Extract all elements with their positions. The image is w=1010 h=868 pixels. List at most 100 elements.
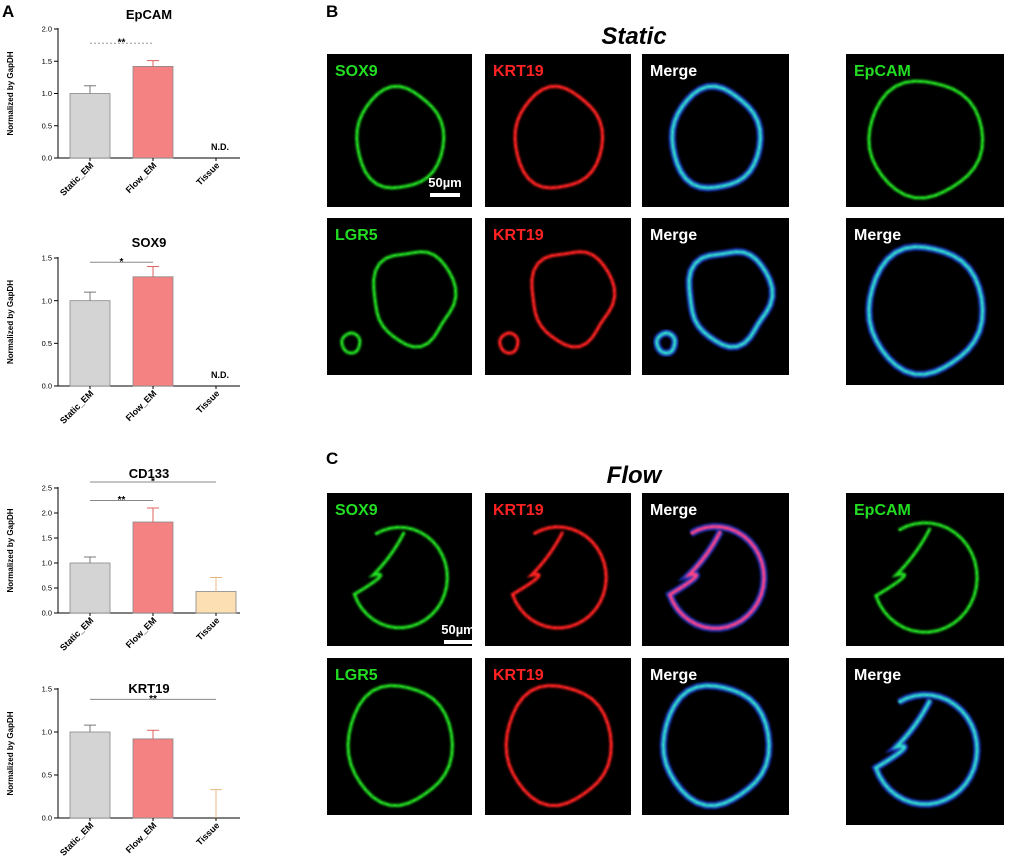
micrograph-lgr5: LGR5 — [327, 218, 472, 375]
cell-texture — [514, 85, 604, 189]
significance-label: ** — [118, 495, 126, 506]
scale-bar-label: 50µm — [428, 175, 462, 190]
micrograph-merge: Merge — [642, 54, 789, 207]
static-title: Static — [601, 23, 666, 50]
y-tick-label: 0.0 — [42, 814, 52, 823]
cell-texture — [662, 685, 770, 807]
cell-texture — [868, 246, 984, 375]
cell-texture — [505, 685, 612, 807]
y-tick-label: 0.5 — [42, 339, 52, 348]
significance-label: ** — [118, 38, 126, 49]
cell-texture — [671, 85, 761, 189]
micrograph-label: KRT19 — [493, 502, 544, 519]
micrograph-label: EpCAM — [854, 502, 911, 519]
scale-bar — [430, 193, 460, 197]
y-tick-label: 2.5 — [42, 484, 52, 493]
cell-ring — [867, 79, 985, 200]
annotation-nd: N.D. — [211, 142, 229, 152]
y-tick-label: 0.5 — [42, 121, 52, 130]
significance-label: ** — [149, 694, 157, 705]
micrograph-background — [485, 54, 631, 207]
significance-label: * — [120, 257, 124, 268]
micrograph-epcam: EpCAM — [846, 493, 1004, 646]
chart-title: KRT19 — [128, 681, 169, 696]
flow-title: Flow — [607, 462, 663, 489]
bar — [132, 738, 174, 819]
y-tick-label: 1.0 — [42, 89, 52, 98]
micrograph-background — [485, 218, 631, 375]
flow-micrographs: SOX9LGR5KRT19KRT19MergeMerge50µmEpCAMMer… — [327, 493, 1004, 825]
y-tick-label: 0.0 — [42, 154, 52, 163]
cell-texture — [499, 332, 519, 354]
cell-texture — [656, 332, 676, 354]
y-tick-label: 0.5 — [42, 771, 52, 780]
bar — [132, 521, 174, 614]
bar — [132, 66, 174, 159]
micrograph-label: EpCAM — [854, 63, 911, 80]
x-tick-label: Tissue — [194, 820, 221, 847]
micrograph-background — [485, 658, 631, 815]
micrograph-background — [327, 54, 472, 207]
cell-texture — [373, 251, 457, 348]
x-tick-label: Flow_EM — [124, 160, 159, 195]
micrograph-label: Merge — [854, 227, 901, 244]
bar — [132, 276, 174, 387]
micrograph-merge: Merge — [642, 658, 789, 815]
micrograph-label: Merge — [650, 227, 697, 244]
significance-label: * — [151, 477, 155, 488]
cell-texture — [875, 522, 978, 633]
micrograph-label: KRT19 — [493, 667, 544, 684]
y-tick-label: 1.5 — [42, 685, 52, 694]
y-tick-label: 1.5 — [42, 254, 52, 263]
micrograph-background — [642, 218, 789, 375]
micrograph-background — [327, 218, 472, 375]
micrograph-background — [642, 54, 789, 207]
panel-label-a: A — [2, 2, 14, 21]
scale-bar — [444, 640, 472, 644]
y-axis-label: Normalized by GapDH — [6, 280, 15, 364]
x-tick-label: Flow_EM — [124, 388, 159, 423]
micrograph-label: SOX9 — [335, 63, 378, 80]
bar — [69, 93, 111, 159]
chart-title: CD133 — [129, 466, 169, 481]
panel-label-b: B — [326, 2, 338, 21]
cell-texture — [341, 332, 361, 354]
micrograph-sox9: SOX9 50µm — [327, 54, 472, 207]
micrograph-merge: Merge — [642, 493, 789, 646]
cell-texture — [347, 685, 453, 807]
bar — [195, 591, 237, 614]
y-tick-label: 0.0 — [42, 609, 52, 618]
micrograph-merge: Merge — [642, 218, 789, 375]
micrograph-background — [327, 658, 472, 815]
micrograph-merge: Merge — [846, 658, 1004, 825]
static-micrographs: SOX950µmLGR5KRT19KRT19MergeMergeEpCAMMer… — [327, 54, 1004, 385]
x-tick-label: Flow_EM — [124, 615, 159, 650]
cell-texture — [531, 251, 616, 348]
micrograph-krt19: KRT19 — [485, 658, 631, 815]
cell-texture — [875, 694, 978, 805]
chart-title: SOX9 — [132, 235, 167, 250]
x-tick-label: Static_EM — [58, 615, 95, 652]
chart-title: EpCAM — [126, 7, 172, 22]
micrograph-label: LGR5 — [335, 227, 378, 244]
micrograph-krt19: KRT19 — [485, 493, 631, 646]
y-tick-label: 1.0 — [42, 728, 52, 737]
micrograph-sox9: SOX9 — [327, 493, 472, 646]
cell-texture — [511, 526, 607, 629]
x-tick-label: Flow_EM — [124, 820, 159, 855]
micrograph-merge: Merge — [846, 218, 1004, 385]
micrograph-label: Merge — [650, 502, 697, 519]
y-tick-label: 0.0 — [42, 382, 52, 391]
cell-texture — [353, 526, 448, 629]
cell-texture — [688, 251, 773, 348]
panel-label-c: C — [326, 449, 338, 468]
bar — [69, 300, 111, 387]
micrograph-label: Merge — [650, 63, 697, 80]
y-tick-label: 1.0 — [42, 296, 52, 305]
annotation-nd: N.D. — [211, 370, 229, 380]
micrograph-label: KRT19 — [493, 227, 544, 244]
